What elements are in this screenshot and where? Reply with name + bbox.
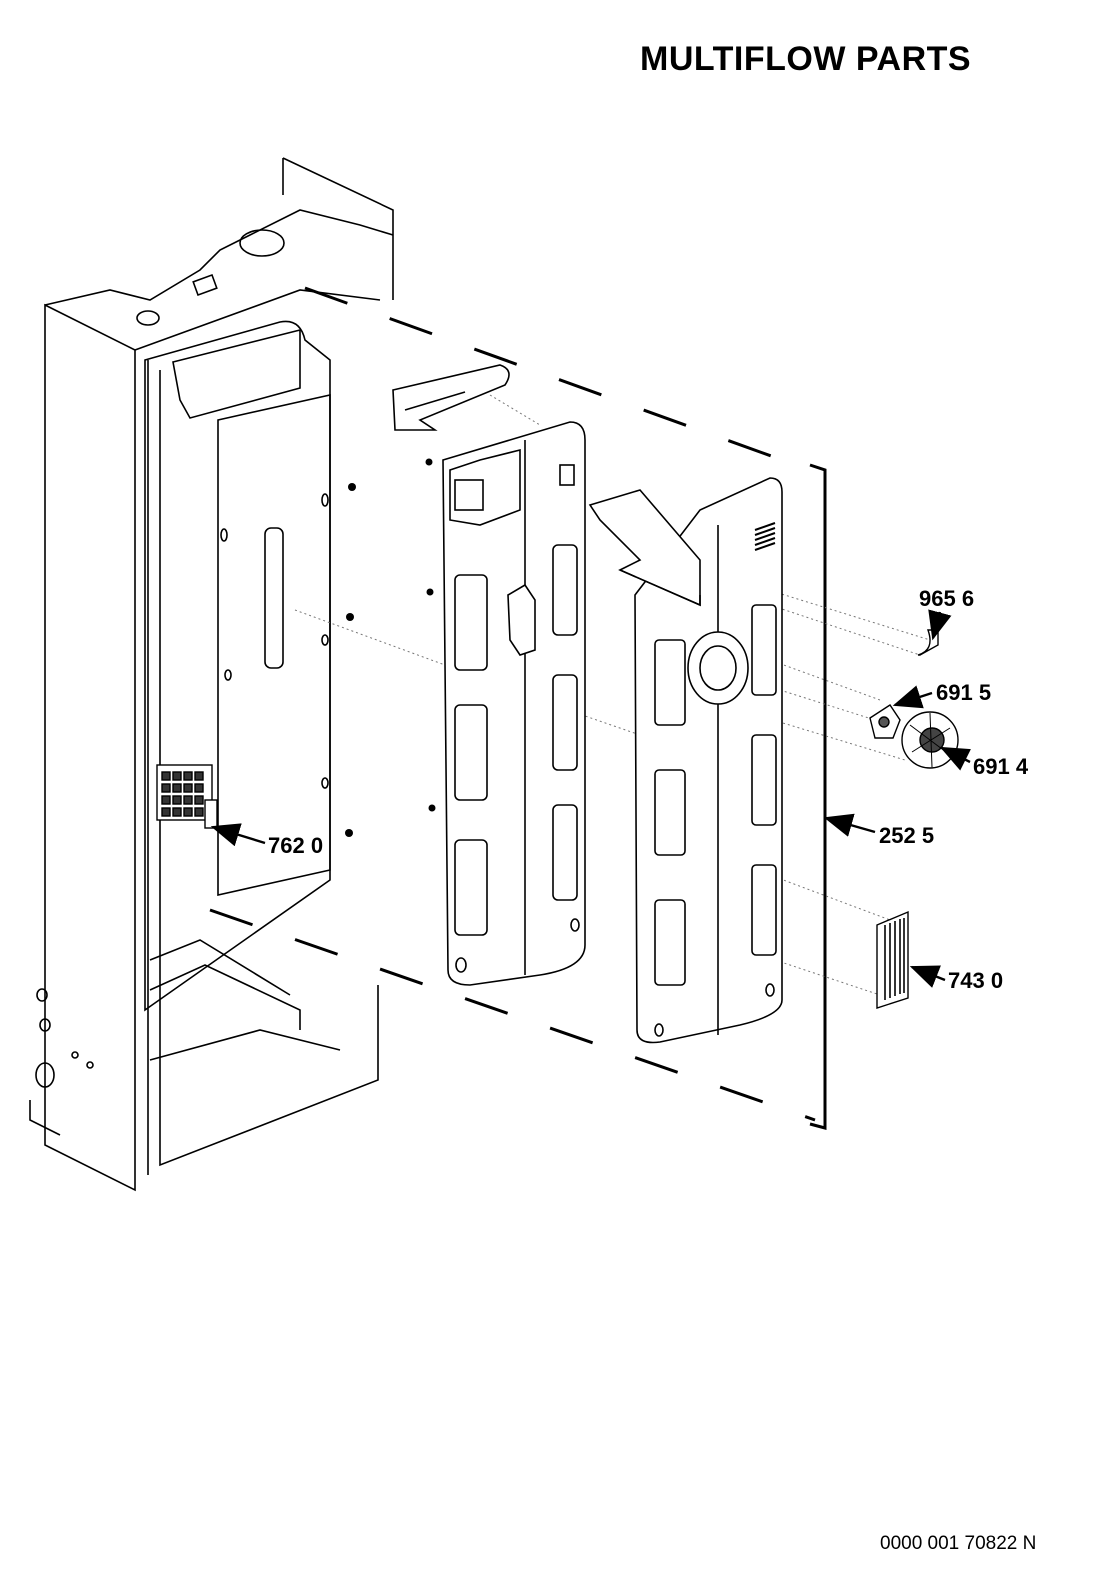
part-label-6914: 691 4 xyxy=(973,754,1029,779)
callout-arrow-9656 xyxy=(928,609,952,641)
assembly-bracket-side xyxy=(809,463,827,1130)
part-label-6915: 691 5 xyxy=(936,680,991,705)
callout-arrow-6914 xyxy=(939,746,971,771)
callout-arrow-6915 xyxy=(892,685,933,709)
odor-filter-part xyxy=(156,764,218,829)
callout-arrow-7430 xyxy=(909,965,946,988)
multiflow-panel xyxy=(588,477,783,1044)
part-label-9656: 965 6 xyxy=(919,586,974,611)
document-number: 0000 001 70822 N xyxy=(880,1533,1037,1554)
part-label-7620: 762 0 xyxy=(268,833,323,858)
callout-arrow-7620 xyxy=(210,823,266,847)
fan-blade-part xyxy=(901,711,959,769)
mounting-screws xyxy=(345,458,436,837)
part-label-7430: 743 0 xyxy=(948,968,1003,993)
assembly-guide-lines xyxy=(294,394,931,996)
callout-arrow-2525 xyxy=(823,813,876,837)
diagram-title: MULTIFLOW PARTS xyxy=(640,40,972,78)
rear-duct-panel xyxy=(442,421,586,986)
cabinet-shell xyxy=(29,157,394,1192)
top-cap xyxy=(392,364,510,431)
assembly-bracket xyxy=(209,286,816,1122)
vent-grille-part xyxy=(876,910,909,1009)
part-label-2525: 252 5 xyxy=(879,823,934,848)
fan-motor-part xyxy=(869,704,901,739)
callout-arrows xyxy=(210,609,971,988)
